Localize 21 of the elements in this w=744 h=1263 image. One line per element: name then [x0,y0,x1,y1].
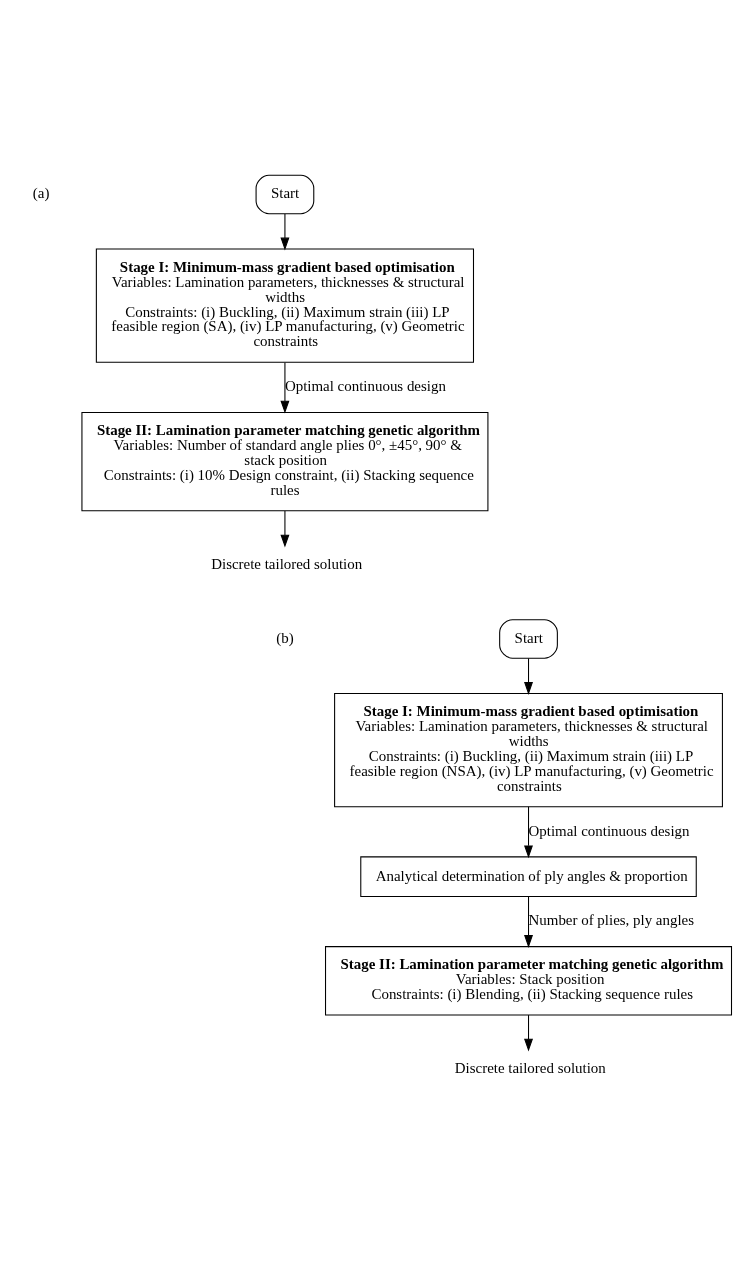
arrow [524,895,533,948]
node-box: Stage I: Minimum-mass gradient based optimisation Variables: Lamination parameters, thicknesses & structural widths Constraints: (i) Buckling, (ii) Maximum strain (iii) LP feasible region (NSA), (iv) LP manufacturing, (v) Geometric constraints [334,692,723,807]
label: (b) [276,629,294,646]
node-box: Start [255,174,315,214]
edge-label: Optimal continuous design [528,822,690,839]
arrow [280,361,290,414]
arrow [524,805,533,858]
label: (a) [32,184,50,201]
node-box: Stage II: Lamination parameter matching genetic algorithm Variables: Stack position Constraints: (i) Blending, (ii) Stacking sequence rules [325,945,733,1016]
node-box: Start [499,618,558,659]
node-box: Stage I: Minimum-mass gradient based optimisation Variables: Lamination parameters, thicknesses & structural widths Constraints: (i) Buckling, (ii) Maximum strain (iii) LP feasible region (SA), (iv) LP manufacturing, (v) Geometric constraints [95,247,475,363]
edge-label: Optimal continuous design [284,377,446,394]
node-text: Discrete tailored solution [454,1059,606,1076]
arrow [280,213,290,250]
arrow [524,1014,533,1052]
node-box: Analytical determination of ply angles & proportion [360,855,697,897]
arrow [280,510,290,548]
node-box: Stage II: Lamination parameter matching genetic algorithm Variables: Number of standard angle plies 0°, ±45°, 90° & stack position Constraints: (i) 10% Design constraint, (ii) Stacking sequence rules [81,411,489,511]
node-text: Discrete tailored solution [211,555,363,572]
edge-label: Number of plies, ply angles [528,911,695,928]
arrow [524,657,533,695]
